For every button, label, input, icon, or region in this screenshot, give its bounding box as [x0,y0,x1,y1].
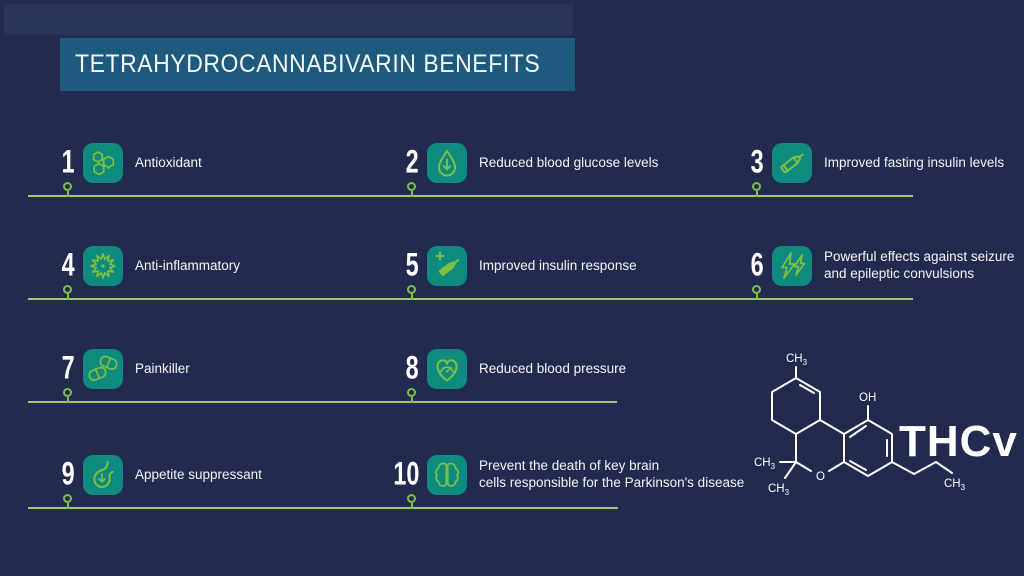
benefit-number: 10 [392,456,419,493]
page-title: TETRAHYDROCANNABIVARIN BENEFITS [75,50,541,78]
oxygen-label: O [816,471,825,483]
syringe-plus-icon [427,246,467,286]
divider-line [28,195,913,197]
benefit-item-2: 2 Reduced blood glucose levels [393,143,658,183]
timeline-pin [407,285,416,300]
timeline-pin [407,182,416,197]
timeline-pin [63,182,72,197]
divider-line [28,507,618,509]
timeline-pin [752,182,761,197]
benefit-number: 6 [750,247,764,284]
benefit-number: 9 [61,456,75,493]
benefit-number: 8 [405,350,419,387]
benefit-number: 5 [405,247,419,284]
insulin-pen-icon [772,143,812,183]
benefit-item-8: 8 Reduced blood pressure [393,349,626,389]
benefit-label: Prevent the death of key brain cells res… [479,458,745,490]
thcv-structure-diagram: CH3 O CH3 CH3 OH CH3 [754,353,966,497]
pills-icon [83,349,123,389]
brain-icon [427,455,467,495]
benefit-label: Painkiller [135,360,190,376]
lightning-icon [772,246,812,286]
blood-drop-icon [427,143,467,183]
molecule-icon [83,143,123,183]
benefit-number: 7 [61,350,75,387]
benefit-label: Reduced blood pressure [479,360,627,376]
timeline-pin [63,388,72,403]
benefit-label: Appetite suppressant [135,466,262,482]
benefit-label: Improved fasting insulin levels [824,154,1005,170]
benefit-item-1: 1 Antioxidant [49,143,202,183]
timeline-pin [752,285,761,300]
benefit-item-4: 4 Anti-inflammatory [49,246,240,286]
methyl-label: CH3 [786,353,808,367]
benefit-item-10: 10 Prevent the death of key brain cells … [393,455,744,495]
benefit-item-9: 9 Appetite suppressant [49,455,262,495]
timeline-pin [407,494,416,509]
timeline-pin [407,388,416,403]
divider-line [28,401,617,403]
methyl-label: CH3 [754,457,776,471]
benefit-number: 2 [405,144,419,181]
benefit-number: 1 [61,144,75,181]
benefit-number: 4 [61,247,75,284]
benefit-label: Anti-inflammatory [135,257,241,273]
benefit-item-7: 7 Painkiller [49,349,190,389]
stomach-icon [83,455,123,495]
hydroxyl-label: OH [859,392,876,404]
title-backdrop-rect [4,4,573,35]
benefit-item-3: 3 Improved fasting insulin levels [738,143,1004,183]
heart-gauge-icon [427,349,467,389]
thcv-title: THCv [899,417,1018,466]
benefit-item-5: 5 Improved insulin response [393,246,637,286]
benefit-number: 3 [750,144,764,181]
methyl-label: CH3 [944,478,966,492]
benefit-label: Reduced blood glucose levels [479,154,659,170]
benefit-label: Powerful effects against seizure and epi… [824,249,1015,281]
benefit-item-6: 6 Powerful effects against seizure and e… [738,246,1014,286]
timeline-pin [63,494,72,509]
methyl-label: CH3 [768,483,790,497]
divider-line [28,298,913,300]
title-banner: TETRAHYDROCANNABIVARIN BENEFITS [60,38,575,91]
benefit-label: Antioxidant [135,154,202,170]
inflammation-burst-icon [83,246,123,286]
timeline-pin [63,285,72,300]
benefit-label: Improved insulin response [479,257,637,273]
